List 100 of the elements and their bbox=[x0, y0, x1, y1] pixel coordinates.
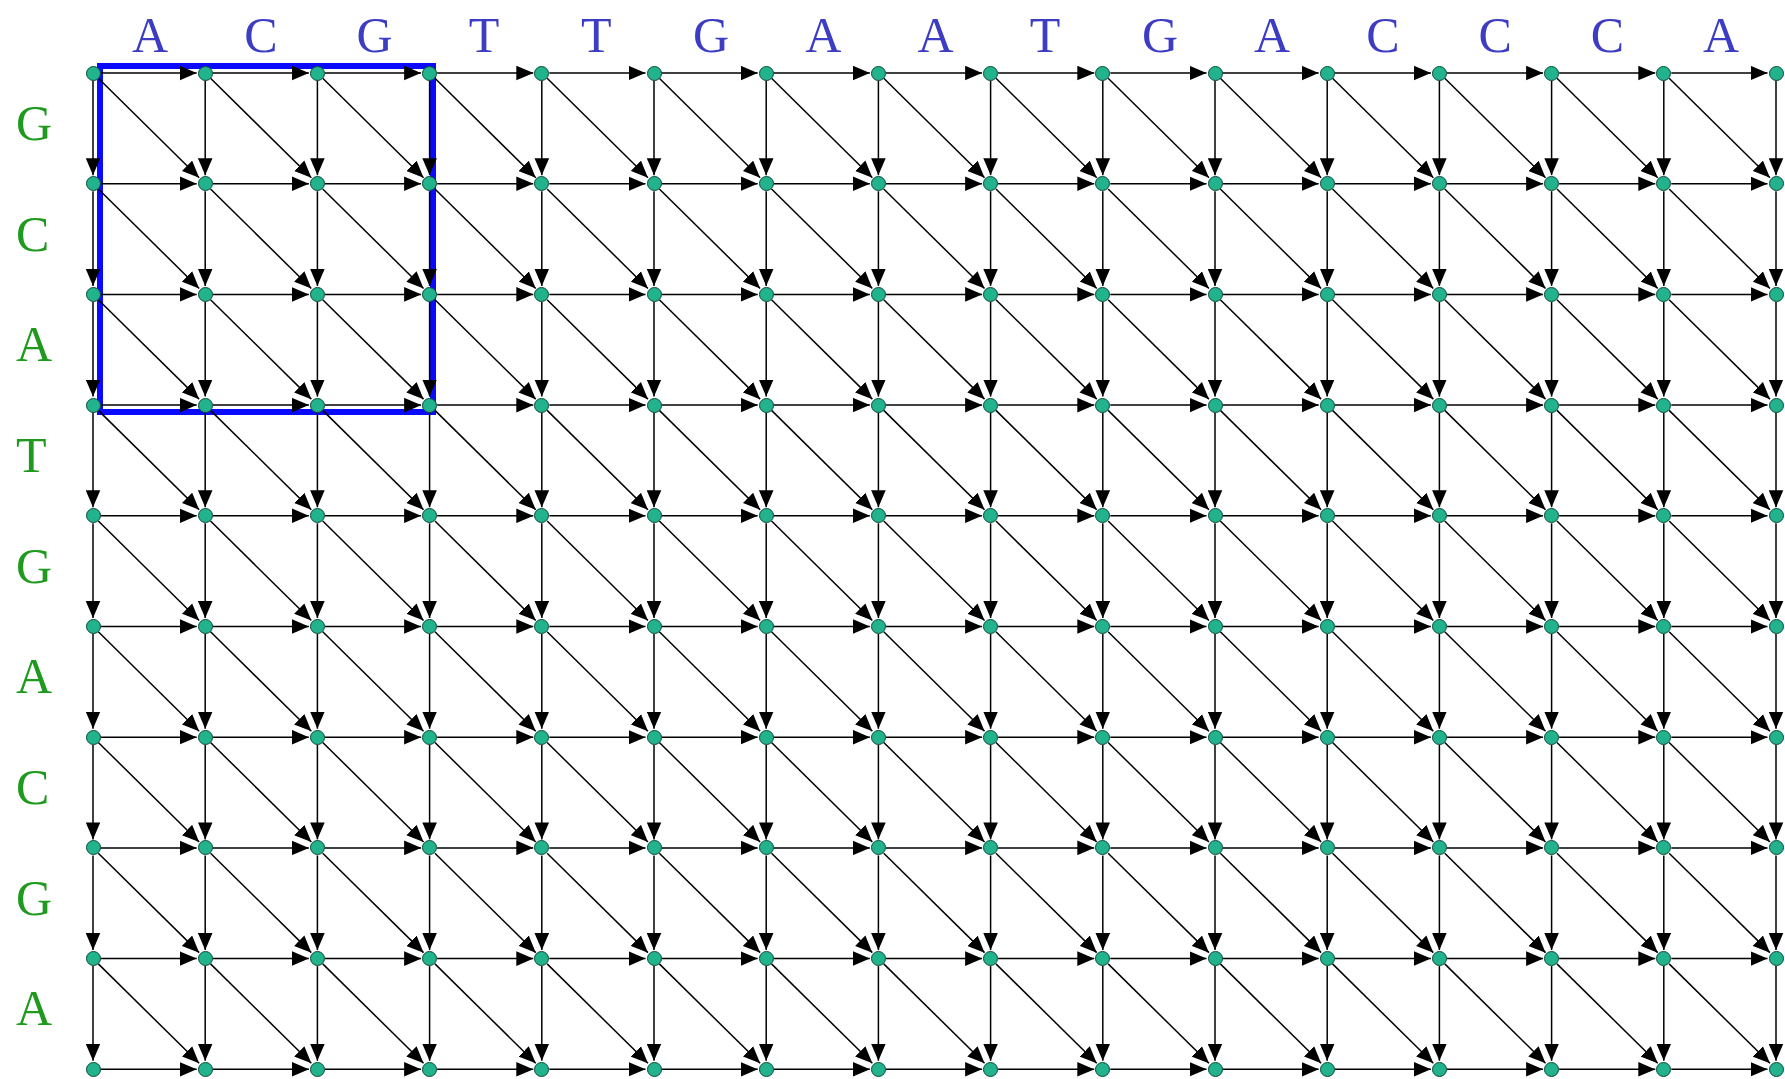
sequence-letter: G bbox=[356, 10, 393, 60]
grid-dot bbox=[758, 286, 774, 302]
sequence-letter: C bbox=[16, 762, 50, 812]
grid-dot bbox=[309, 286, 325, 302]
grid-dot bbox=[197, 508, 213, 524]
grid-dot bbox=[1319, 65, 1335, 81]
grid-dot bbox=[870, 951, 886, 967]
grid-dot bbox=[422, 1061, 438, 1077]
grid-dot bbox=[870, 619, 886, 634]
grid-dot bbox=[309, 1061, 325, 1077]
grid-dot bbox=[1431, 729, 1447, 745]
grid-dot bbox=[1656, 286, 1672, 302]
grid-dot bbox=[1095, 951, 1111, 967]
grid-dot bbox=[1095, 1061, 1111, 1077]
grid-dot bbox=[197, 1061, 213, 1077]
sequence-letter: A bbox=[1254, 10, 1291, 60]
sequence-letter: C bbox=[1478, 10, 1512, 60]
grid-dot bbox=[870, 65, 886, 81]
grid-dot bbox=[422, 951, 438, 967]
grid-dot bbox=[758, 840, 774, 856]
grid-dot bbox=[1207, 65, 1223, 81]
grid-dot bbox=[197, 397, 213, 413]
sequence-letter: C bbox=[16, 208, 50, 259]
grid-dot bbox=[1431, 1061, 1447, 1077]
grid-dot bbox=[1768, 619, 1784, 634]
grid-dot bbox=[1431, 619, 1447, 634]
grid-dot bbox=[870, 1061, 886, 1077]
grid-dot bbox=[1319, 619, 1335, 634]
grid-dot bbox=[1544, 951, 1560, 967]
sequence-letter: A bbox=[1702, 10, 1739, 60]
grid-dot bbox=[646, 729, 662, 745]
grid-dot bbox=[758, 951, 774, 967]
grid-dot bbox=[1544, 840, 1560, 856]
grid-dot bbox=[1656, 508, 1672, 524]
grid-dot bbox=[1095, 840, 1111, 856]
sequence-letter: G bbox=[693, 10, 730, 60]
grid-dot bbox=[85, 1061, 101, 1077]
grid-dot bbox=[983, 508, 999, 524]
grid-dot bbox=[534, 1061, 550, 1077]
grid-dot bbox=[1768, 840, 1784, 856]
grid-dot bbox=[1544, 176, 1560, 192]
grid-dot bbox=[1095, 397, 1111, 413]
grid-dot bbox=[983, 65, 999, 81]
grid-dot bbox=[1768, 1061, 1784, 1077]
grid-dot bbox=[646, 397, 662, 413]
grid-dot bbox=[309, 840, 325, 856]
grid-dot bbox=[1319, 729, 1335, 745]
grid-dot bbox=[309, 729, 325, 745]
grid-dot bbox=[1768, 176, 1784, 192]
sequence-letter: G bbox=[1141, 10, 1178, 60]
grid-dot bbox=[1768, 951, 1784, 967]
grid-dot bbox=[1095, 65, 1111, 81]
sequence-letter: T bbox=[580, 10, 612, 60]
grid-dot bbox=[1656, 176, 1672, 192]
grid-dot bbox=[1095, 286, 1111, 302]
grid-dot bbox=[646, 840, 662, 856]
grid-dot bbox=[1656, 840, 1672, 856]
grid-dot bbox=[197, 176, 213, 192]
grid-dot bbox=[1207, 397, 1223, 413]
grid-dot bbox=[1544, 286, 1560, 302]
grid-dot bbox=[1544, 508, 1560, 524]
grid-dot bbox=[983, 729, 999, 745]
grid-dot bbox=[1207, 619, 1223, 634]
grid-dot bbox=[646, 1061, 662, 1077]
grid-dot bbox=[1095, 729, 1111, 745]
grid-dot bbox=[1768, 397, 1784, 413]
grid-dot bbox=[983, 1061, 999, 1077]
grid-dot bbox=[1319, 1061, 1335, 1077]
grid-dot bbox=[422, 729, 438, 745]
grid-dot bbox=[1544, 65, 1560, 81]
grid-dot bbox=[983, 176, 999, 192]
grid-dot bbox=[197, 286, 213, 302]
sequence-letter: T bbox=[16, 429, 47, 480]
sequence-letter: A bbox=[805, 10, 842, 60]
sequence-letter: C bbox=[1590, 10, 1625, 60]
grid-dot bbox=[870, 397, 886, 413]
grid-dot bbox=[646, 65, 662, 81]
grid-dot bbox=[758, 65, 774, 81]
grid-dot bbox=[534, 729, 550, 745]
grid-dot bbox=[646, 951, 662, 967]
grid-dot bbox=[422, 176, 438, 192]
grid-dot bbox=[85, 508, 101, 524]
grid-dot bbox=[85, 397, 101, 413]
grid-dot bbox=[983, 951, 999, 967]
grid-dot bbox=[85, 176, 101, 192]
sequence-letter: G bbox=[16, 540, 53, 591]
grid-dot bbox=[646, 508, 662, 524]
grid-dot bbox=[1768, 508, 1784, 524]
sequence-letter: G bbox=[16, 97, 53, 148]
grid-dot bbox=[1544, 397, 1560, 413]
grid-dot bbox=[1656, 1061, 1672, 1077]
grid-dot bbox=[870, 286, 886, 302]
sequence-letter: A bbox=[16, 651, 53, 702]
grid-dot bbox=[534, 840, 550, 856]
grid-dot bbox=[1207, 1061, 1223, 1077]
grid-dot bbox=[534, 951, 550, 967]
grid-dot bbox=[422, 840, 438, 856]
grid-dot bbox=[197, 840, 213, 856]
grid-dot bbox=[983, 840, 999, 856]
grid-dot bbox=[85, 286, 101, 302]
